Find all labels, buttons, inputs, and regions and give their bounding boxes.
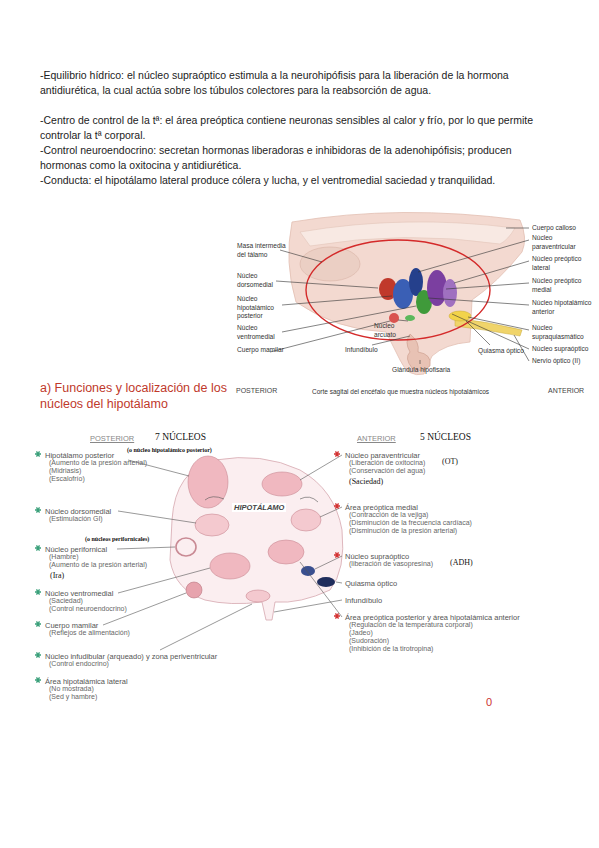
nucleus-name: Área preóptica posterior y área hipotalá…: [345, 613, 520, 622]
page-mark: 0: [486, 696, 492, 709]
nucleus-name: Núcleo dorsomedial: [45, 507, 111, 516]
figure-label: Núcleo ventromedial: [237, 324, 287, 341]
function-note: (Sudoración): [349, 637, 389, 645]
function-note: (Conservación del agua): [349, 467, 425, 475]
figure-label: Núcleo hipotalámico anterior: [532, 299, 596, 316]
figure-caption: Corte sagital del encéfalo que muestra n…: [312, 388, 489, 396]
figure-label: Núcleo dorsomedial: [237, 272, 287, 289]
function-note: (Estimulación GI): [49, 515, 103, 523]
function-note: (No mostrada): [49, 685, 94, 693]
nucleus-name: Núcleo infudibular (arqueado) y zona per…: [45, 652, 217, 661]
orientation-label: POSTERIOR: [236, 387, 277, 395]
nucleus-name: Núcleo supraóptico: [345, 552, 409, 561]
paragraph: -Conducta: el hipotálamo lateral produce…: [40, 173, 535, 188]
function-note: (Control neuroendocrino): [49, 605, 127, 613]
asterisk-symbols: [35, 451, 340, 682]
figure-label: Glándula hipofisaria: [392, 366, 450, 375]
structure-name: Infundíbulo: [345, 596, 382, 605]
function-note: (Midriasis): [49, 467, 81, 475]
figure-label: Núcleo supraquiasmático: [532, 324, 596, 341]
function-note: (Sed y hambre): [49, 693, 97, 701]
annotation: (ADH): [450, 558, 473, 568]
function-note: (Inhibición de la tirotropina): [349, 645, 433, 653]
function-note: (Hambre): [49, 553, 79, 561]
leader-lines: [270, 228, 529, 364]
nucleus-name: Cuerpo mamilar: [45, 621, 98, 630]
annotation: (Ira): [50, 571, 64, 581]
nucleus-name: Área preóptica medial: [345, 503, 418, 512]
figure-label: Núcleo hipotalámico posterior: [237, 295, 287, 321]
function-note: (Disminución de la frecuencia cardíaca): [349, 519, 472, 527]
function-note: (Control endocrino): [49, 660, 109, 668]
annotation: (Saciedad): [349, 477, 383, 487]
function-note: (Jadeo): [349, 629, 373, 637]
annotation: (o núcleos perifornicales): [85, 536, 149, 543]
annotation: (o núcleo hipotalámico posterior): [127, 447, 212, 454]
paragraph: -Control neuroendocrino: secretan hormon…: [40, 143, 535, 173]
paragraph: -Centro de control de la tª: el área pre…: [40, 113, 535, 143]
brain-section: [289, 212, 525, 374]
figure-label: Infundíbulo: [345, 346, 378, 355]
function-note: (Escalofrío): [49, 475, 85, 483]
function-note: (Aumento de la presión arterial): [49, 459, 147, 467]
column-heading: POSTERIOR: [90, 434, 134, 443]
function-note: (liberación de vasopresina): [349, 560, 433, 568]
function-note: (Regulación de la temperatura corporal): [349, 621, 473, 629]
figure-label: Núcleo paraventricular: [532, 234, 596, 251]
annotation: (OT): [442, 457, 458, 467]
figure-label: Núcleo supraóptico: [532, 345, 596, 354]
column-heading: ANTERIOR: [357, 434, 396, 443]
figure-label: Nervio óptico (II): [532, 357, 596, 366]
nucleus-name: Núcleo paraventricular: [345, 451, 420, 460]
figure-label: Masa intermedia del tálamo: [237, 242, 287, 259]
figure-label: Quiasma óptico: [478, 347, 524, 356]
function-note: (Contracción de la vejiga): [349, 511, 428, 519]
nucleus-name: Área hipotalámica lateral: [45, 677, 128, 686]
column-heading: 7 NÚCLEOS: [155, 432, 206, 443]
structure-name: Quiasma óptico: [345, 579, 397, 588]
nucleus-name: Núcleo ventromedial: [45, 589, 113, 598]
figure-label: Núcleo preóptico lateral: [532, 255, 596, 272]
section-heading: a) Funciones y localización de los núcle…: [40, 380, 245, 412]
hypothalamus-figure: [170, 456, 343, 620]
figure-label: Cuerpo mamilar: [237, 346, 287, 355]
function-note: (Disminución de la presión arterial): [349, 527, 457, 535]
leader-lines: [103, 455, 342, 650]
figure-title: HIPOTÁLAMO: [232, 503, 286, 512]
orientation-label: ANTERIOR: [548, 387, 584, 395]
figure-label: Cuerpo calloso: [532, 224, 596, 233]
nucleus-name: Núcleo perifornical: [45, 545, 107, 554]
nucleus-name: Hipotálamo posterior: [45, 451, 114, 460]
paragraph: -Equilibrio hídrico: el núcleo supraópti…: [40, 68, 535, 98]
figure-label: Núcleo arcuato: [374, 322, 414, 339]
function-note: (Reflejos de alimentación): [49, 629, 130, 637]
column-heading: 5 NÚCLEOS: [420, 432, 471, 443]
function-note: (Saciedad): [49, 597, 83, 605]
function-note: (Liberación de oxitocina): [349, 459, 425, 467]
function-note: (Aumento de la presión arterial): [49, 561, 147, 569]
figure-label: Núcleo preóptico medial: [532, 277, 596, 294]
